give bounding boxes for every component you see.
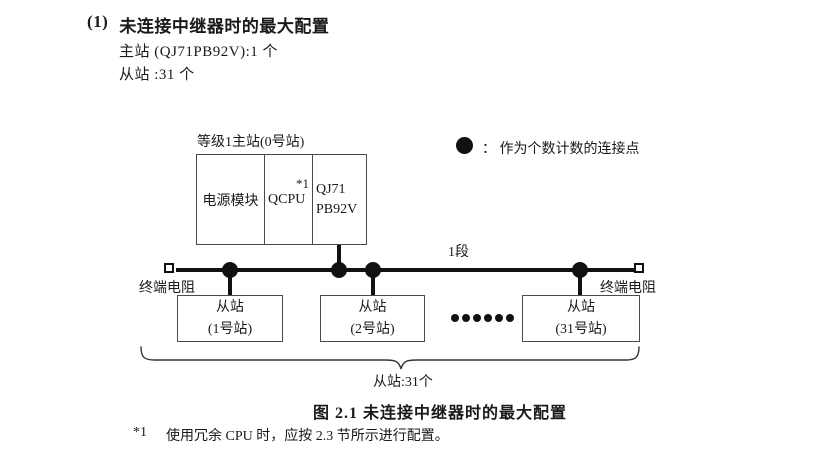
footnote-text: 使用冗余 CPU 时，应按 2.3 节所示进行配置。 xyxy=(166,429,449,444)
connection-point-slave31 xyxy=(572,262,588,278)
power-module-cell: 电源模块 xyxy=(197,155,265,244)
terminating-resistor-right-label: 终端电阻 xyxy=(600,281,656,296)
segment-label: 1段 xyxy=(448,245,469,260)
slave1-number: (1号站) xyxy=(207,321,253,337)
master-station-box: 电源模块 *1 QCPU QJ71 PB92V xyxy=(196,154,367,245)
terminating-resistor-left-label: 终端电阻 xyxy=(139,281,195,296)
bus-line xyxy=(176,268,638,272)
slave1-drop-line xyxy=(228,270,232,296)
qcpu-footnote-ref: *1 xyxy=(296,176,309,191)
slave-group-brace xyxy=(140,346,640,370)
footnote-marker: *1 xyxy=(133,425,147,440)
connection-point-slave2 xyxy=(365,262,381,278)
legend-connection-point-icon xyxy=(456,137,473,154)
section-number: (1) xyxy=(87,12,109,31)
qj71-label: QJ71 xyxy=(316,181,346,197)
spec-slave-count: 从站 :31 个 xyxy=(119,67,195,83)
qcpu-label: QCPU xyxy=(268,191,306,207)
slave1-label: 从站 xyxy=(216,299,244,315)
ellipsis-dots xyxy=(451,314,514,322)
figure-caption: 图 2.1 未连接中继器时的最大配置 xyxy=(312,405,567,422)
slave-station-2-box: 从站 (2号站) xyxy=(320,295,425,342)
section-title: 未连接中继器时的最大配置 xyxy=(119,17,330,36)
master-drop-line xyxy=(337,245,341,270)
slave-station-1-box: 从站 (1号站) xyxy=(177,295,283,342)
slave2-drop-line xyxy=(371,270,375,296)
slave2-label: 从站 xyxy=(358,299,387,315)
slave2-number: (2号站) xyxy=(350,321,395,337)
brace-label: 从站:31个 xyxy=(373,375,433,390)
slave31-drop-line xyxy=(578,270,582,296)
pb92v-label: PB92V xyxy=(316,201,358,217)
connection-point-master xyxy=(331,262,347,278)
slave31-label: 从站 xyxy=(567,299,595,315)
connection-point-slave1 xyxy=(222,262,238,278)
qj71pb92v-cell: QJ71 PB92V xyxy=(313,155,366,244)
terminating-resistor-left xyxy=(164,263,174,273)
spec-master-count: 主站 (QJ71PB92V):1 个 xyxy=(119,44,279,60)
master-station-label: 等级1主站(0号站) xyxy=(197,135,305,150)
slave31-number: (31号站) xyxy=(555,321,607,337)
qcpu-cell: *1 QCPU xyxy=(265,155,313,244)
slave-station-31-box: 从站 (31号站) xyxy=(522,295,640,342)
section-heading: (1) 未连接中继器时的最大配置 xyxy=(87,12,329,37)
legend-text: ： 作为个数计数的连接点 xyxy=(482,142,640,157)
terminating-resistor-right xyxy=(634,263,644,273)
